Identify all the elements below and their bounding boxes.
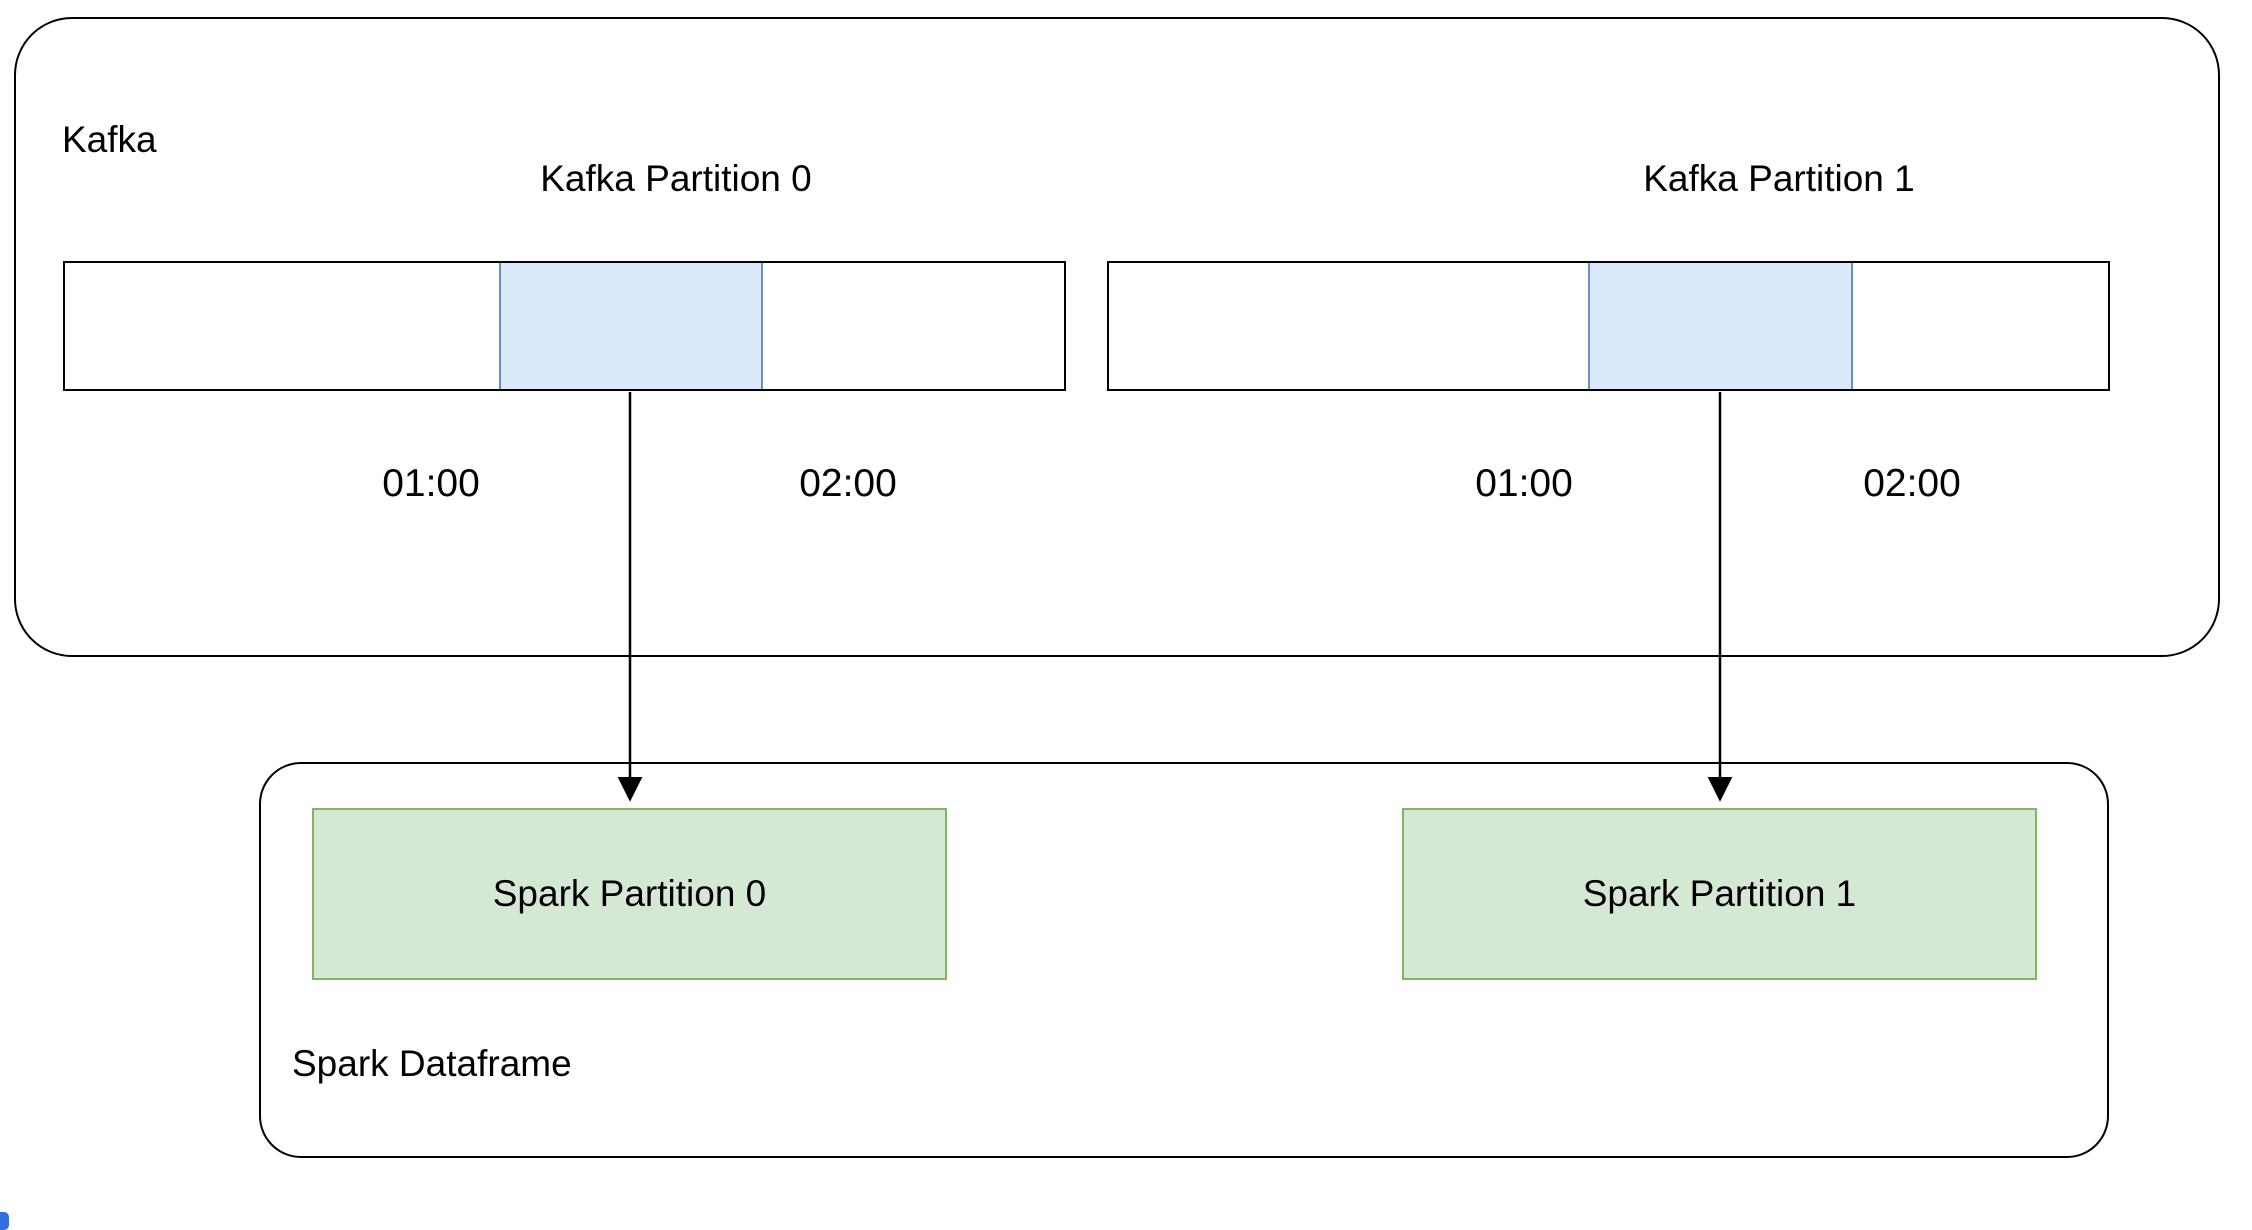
kafka-partition-0-time-end: 02:00 [799, 462, 897, 505]
kafka-partition-1-highlight-segment [1588, 263, 1853, 389]
kafka-partition-1-bar [1107, 261, 2110, 391]
kafka-partition-0-bar [63, 261, 1066, 391]
spark-partition-1-box: Spark Partition 1 [1402, 808, 2037, 980]
kafka-partition-0-highlight-segment [499, 263, 763, 389]
screen-edge-artifact [0, 1212, 9, 1230]
spark-partition-1-title: Spark Partition 1 [1582, 873, 1857, 914]
kafka-partition-1-title: Kafka Partition 1 [1643, 158, 1915, 199]
spark-partition-0-box: Spark Partition 0 [312, 808, 947, 980]
spark-partition-0-title: Spark Partition 0 [492, 873, 767, 914]
kafka-label: Kafka [62, 119, 157, 160]
kafka-partition-1-time-end: 02:00 [1863, 462, 1961, 505]
kafka-partition-1-time-start: 01:00 [1475, 462, 1573, 505]
spark-dataframe-label: Spark Dataframe [292, 1043, 572, 1084]
kafka-partition-0-title: Kafka Partition 0 [540, 158, 812, 199]
kafka-partition-0-time-start: 01:00 [382, 462, 480, 505]
